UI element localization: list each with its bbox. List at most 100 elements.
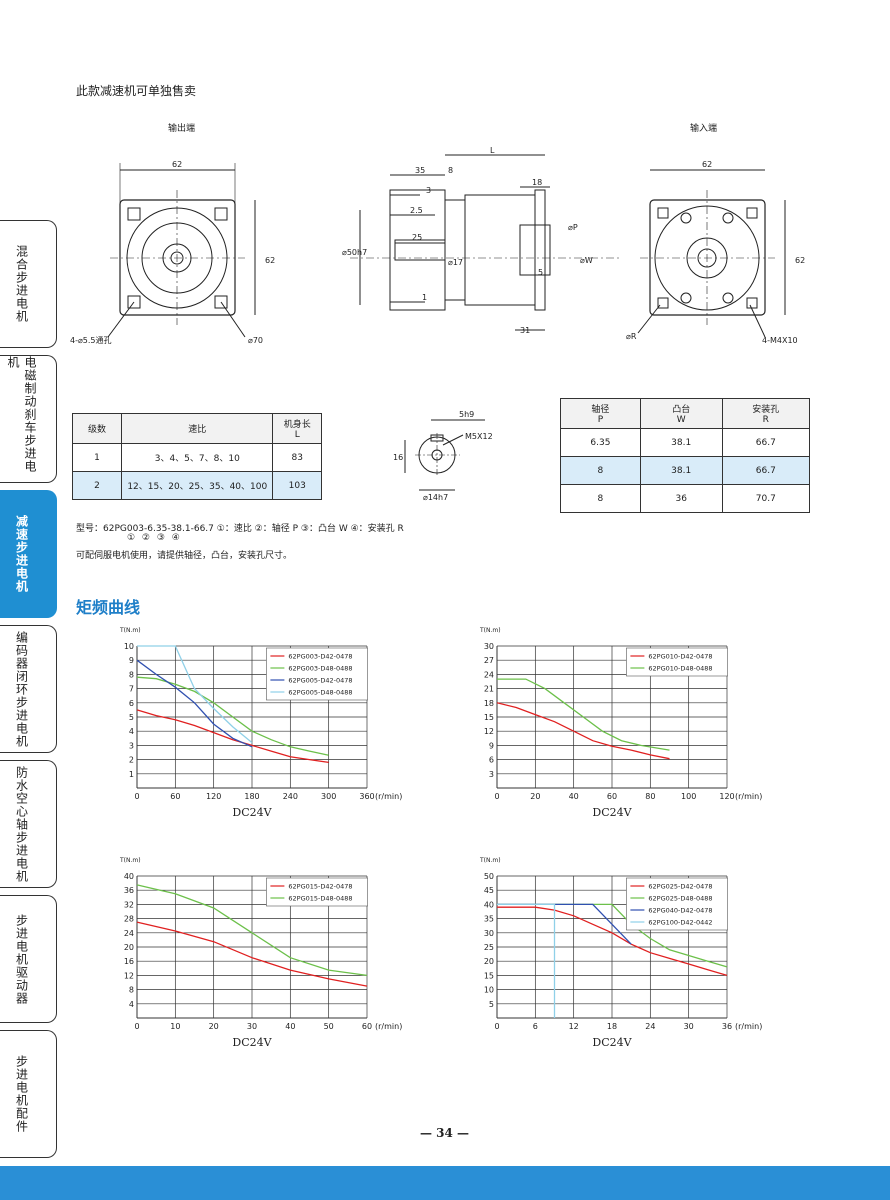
- output-front-view: [107, 163, 256, 338]
- x-axis-label: (r/min): [735, 1022, 762, 1031]
- front-width-dim: 62: [172, 160, 182, 169]
- y-tick-label: 8: [129, 986, 134, 995]
- y-tick-label: 6: [129, 699, 134, 708]
- y-tick-label: 10: [484, 986, 494, 995]
- header-ratio: 速比: [121, 413, 274, 444]
- series-line: [497, 903, 632, 945]
- tab-gear-stepper[interactable]: 减速步进电机: [0, 490, 57, 618]
- tab-waterproof-stepper[interactable]: 防水空心轴步进电机: [0, 760, 57, 888]
- legend-label: 62PG003-D42-0478: [288, 653, 352, 661]
- input-front-view: [637, 169, 786, 338]
- thread-dim: M5X12: [465, 432, 493, 441]
- legend-box: [266, 647, 368, 701]
- legend-box: [626, 877, 728, 931]
- series-line: [497, 678, 670, 751]
- y-tick-label: 24: [124, 929, 134, 938]
- tab-stepper-accessories[interactable]: 步进电机配件: [0, 1030, 57, 1158]
- y-tick-label: 4: [129, 1000, 134, 1009]
- y-tick-label: 16: [124, 957, 134, 966]
- y-axis-label: T(N.m): [119, 857, 141, 864]
- x-tick-label: 0: [494, 1022, 499, 1031]
- front-height-dim: 62: [265, 256, 275, 265]
- series-line: [136, 659, 253, 748]
- table-cell: 70.7: [721, 484, 811, 513]
- series-line: [497, 906, 728, 977]
- series-line: [136, 884, 368, 977]
- key-dim: 5h9: [459, 410, 474, 419]
- table-cell: 103: [272, 471, 322, 500]
- table-cell: 8: [560, 484, 641, 513]
- x-tick-label: 20: [530, 792, 540, 801]
- x-tick-label: 24: [645, 1022, 655, 1031]
- dim-1: 1: [422, 293, 427, 302]
- table-cell: 38.1: [639, 456, 723, 485]
- series-line: [136, 921, 368, 987]
- y-tick-label: 24: [484, 670, 494, 679]
- chart-caption: DC24V: [232, 1036, 272, 1049]
- output-end-label: 输出端: [168, 122, 195, 134]
- x-tick-label: 12: [569, 1022, 579, 1031]
- y-tick-label: 6: [489, 756, 494, 765]
- x-tick-label: 60: [607, 792, 617, 801]
- y-tick-label: 50: [484, 872, 494, 881]
- series-line: [496, 702, 670, 760]
- dim-3: 3: [426, 186, 431, 195]
- legend-label: 62PG003-D48-0488: [288, 665, 352, 673]
- tab-brake-stepper[interactable]: 电磁制动刹车步进电机: [0, 355, 57, 483]
- y-tick-label: 3: [129, 741, 134, 750]
- tab-label: 减速步进电机: [14, 515, 29, 593]
- table-cell: 1: [71, 443, 123, 472]
- y-tick-label: 8: [129, 670, 134, 679]
- pcd-label: ⌀70: [248, 336, 263, 345]
- x-tick-label: 60: [362, 1022, 372, 1031]
- y-tick-label: 45: [484, 886, 494, 895]
- dim-dW: ⌀W: [580, 256, 593, 265]
- y-tick-label: 25: [484, 943, 494, 952]
- tab-label: 电磁制动刹车步进电机: [6, 356, 37, 473]
- y-tick-label: 30: [484, 642, 494, 651]
- dim-L: L: [490, 146, 495, 155]
- table-cell: 66.7: [721, 456, 811, 485]
- y-tick-label: 32: [124, 900, 134, 909]
- tab-hybrid-stepper[interactable]: 混合步进电机: [0, 220, 57, 348]
- x-axis-label: (r/min): [375, 1022, 402, 1031]
- dim-dP: ⌀P: [568, 223, 578, 232]
- tab-stepper-driver[interactable]: 步进电机驱动器: [0, 895, 57, 1023]
- input-end-label: 输入端: [690, 122, 717, 134]
- dim-d17: ⌀17: [448, 258, 463, 267]
- input-height-dim: 62: [795, 256, 805, 265]
- x-axis-label: (r/min): [375, 792, 402, 801]
- x-tick-label: 40: [285, 1022, 295, 1031]
- legend-label: 62PG015-D48-0488: [288, 895, 352, 903]
- table-cell: 6.35: [560, 428, 641, 457]
- x-tick-label: 100: [681, 792, 696, 801]
- y-axis-label: T(N.m): [479, 627, 501, 634]
- input-width-dim: 62: [702, 160, 712, 169]
- y-tick-label: 9: [489, 741, 494, 750]
- x-tick-label: 10: [170, 1022, 180, 1031]
- legend-label: 62PG040-D42-0478: [648, 907, 712, 915]
- y-tick-label: 35: [484, 915, 494, 924]
- y-tick-label: 40: [124, 872, 134, 881]
- tab-label: 步进电机配件: [14, 1055, 29, 1133]
- tab-label: 编码器闭环步进电机: [14, 630, 29, 748]
- table-cell: 66.7: [721, 428, 811, 457]
- tab-closed-loop-stepper[interactable]: 编码器闭环步进电机: [0, 625, 57, 753]
- table-cell: 38.1: [639, 428, 723, 457]
- series-line: [497, 903, 556, 1018]
- y-tick-label: 3: [489, 770, 494, 779]
- series-line: [137, 645, 253, 744]
- legend-label: 62PG005-D48-0488: [288, 689, 352, 697]
- table-cell: 2: [71, 471, 123, 500]
- y-tick-label: 20: [484, 957, 494, 966]
- dim-31: 31: [520, 326, 530, 335]
- y-axis-label: T(N.m): [479, 857, 501, 864]
- y-tick-label: 5: [129, 713, 134, 722]
- series-line: [136, 709, 329, 764]
- x-tick-label: 6: [533, 1022, 538, 1031]
